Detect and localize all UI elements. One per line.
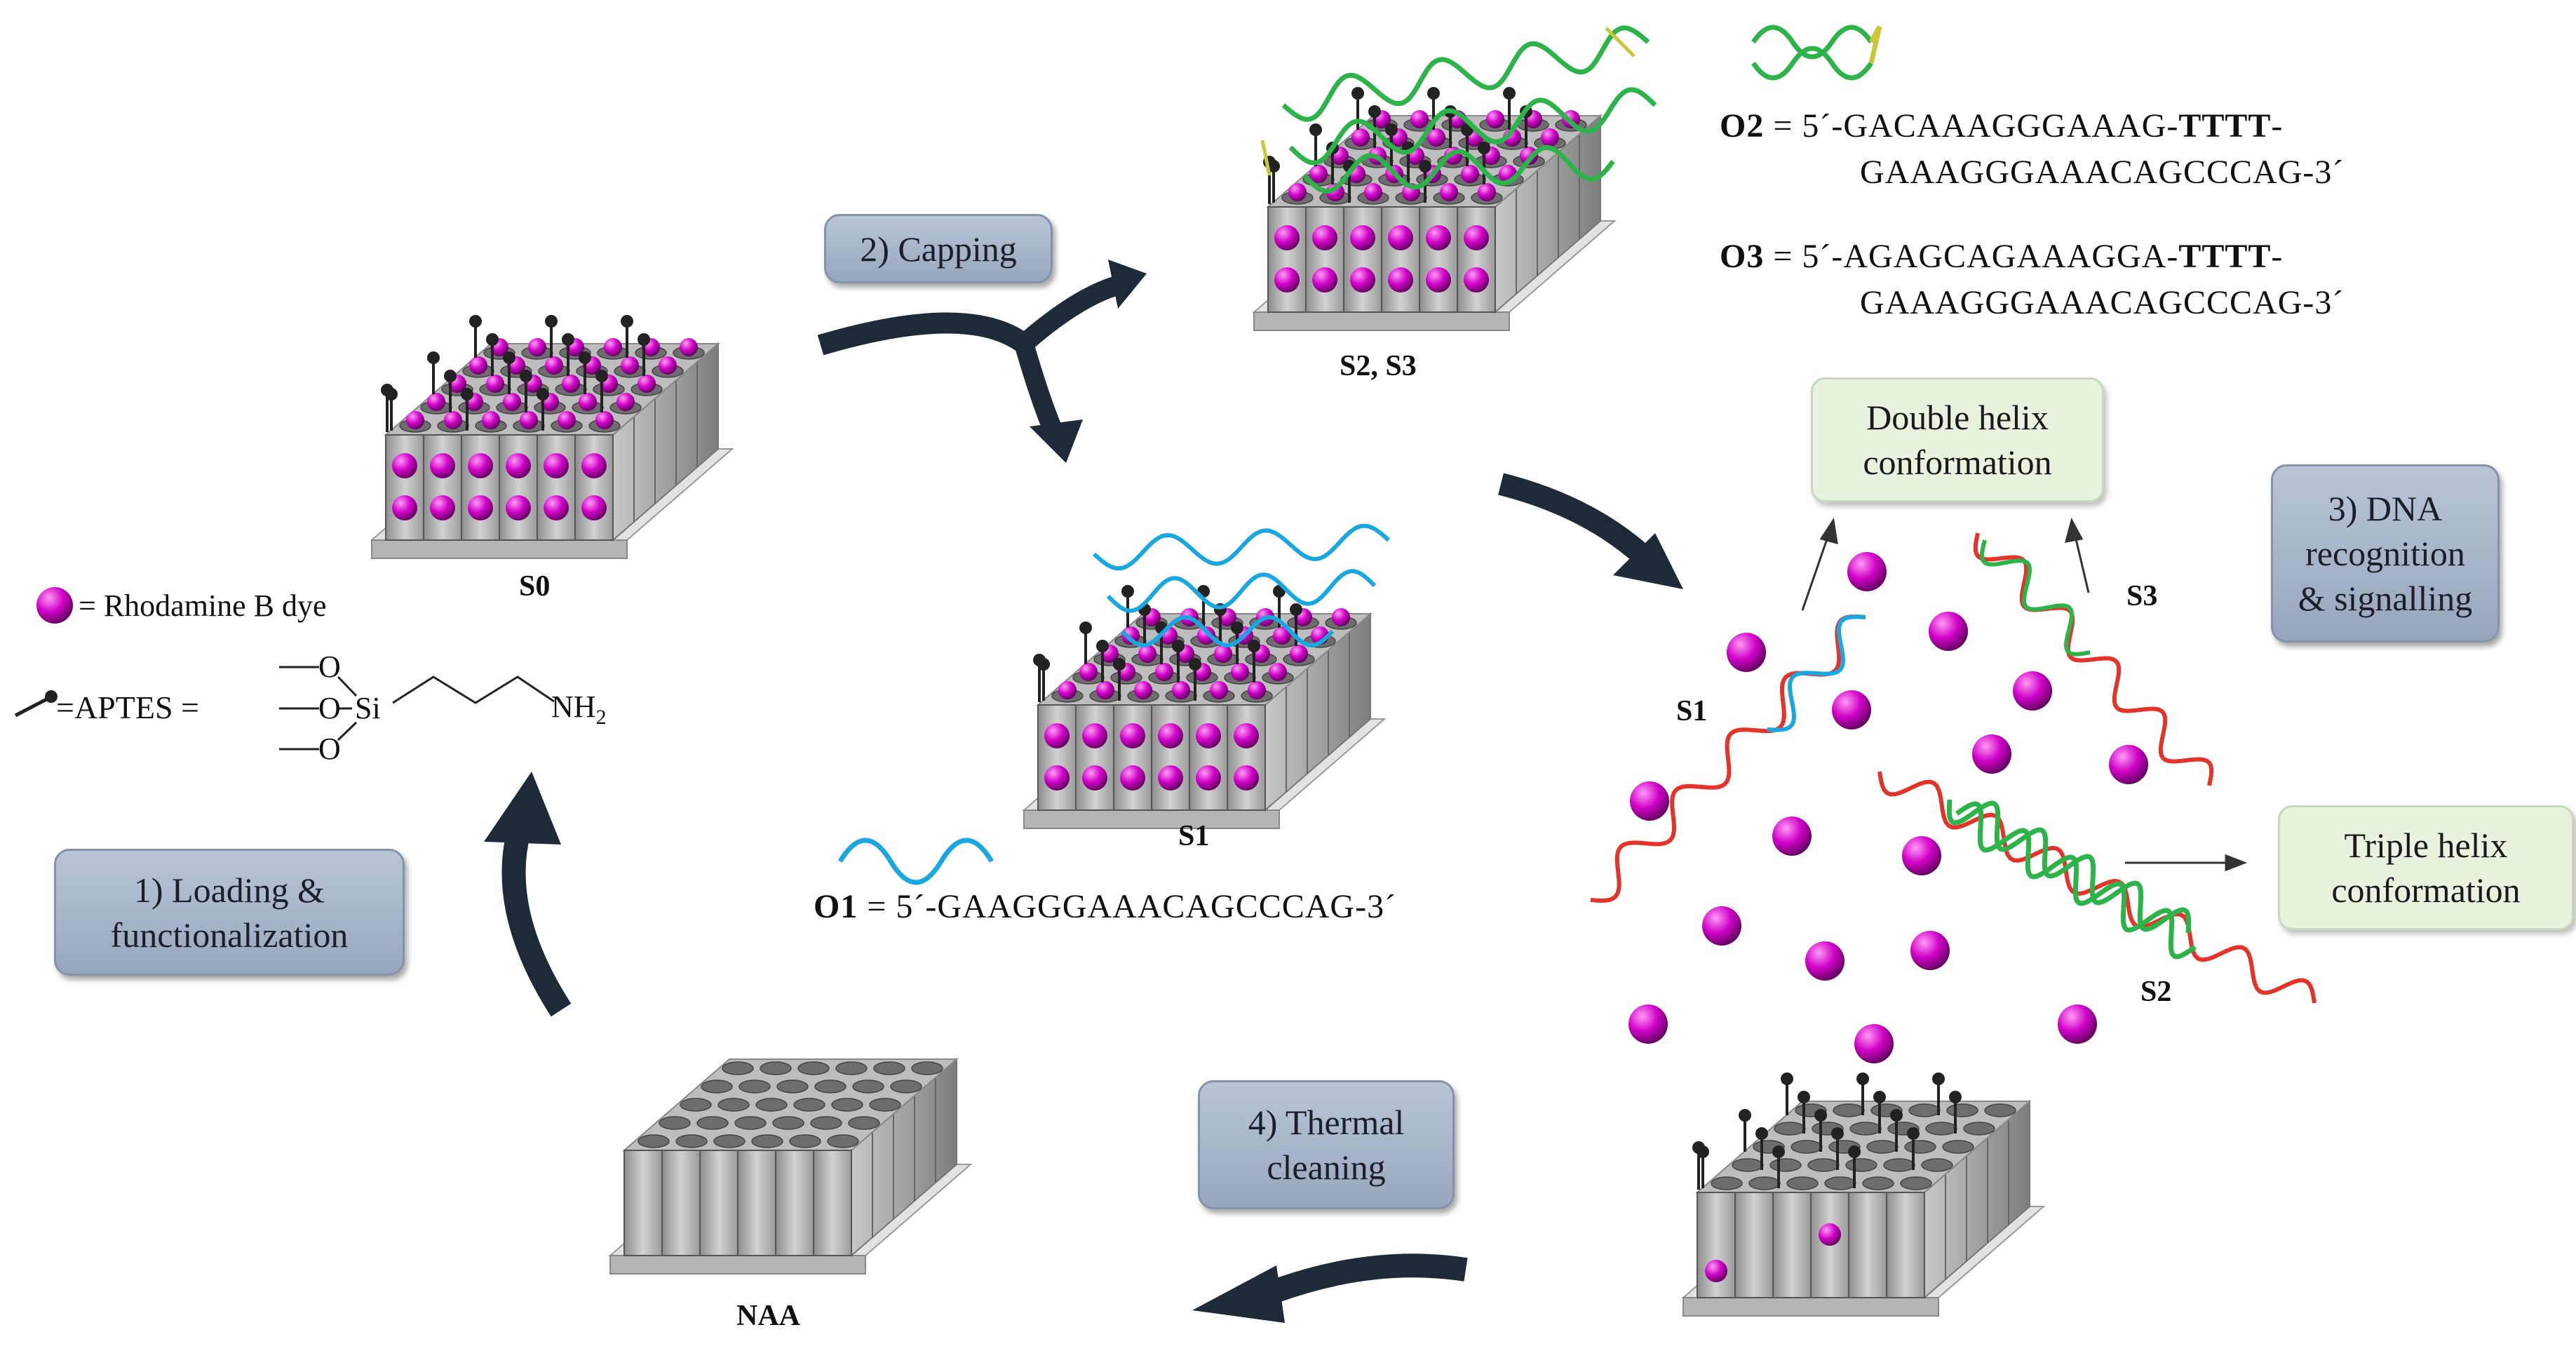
released-dye xyxy=(1832,690,1871,729)
step-capping-box: 2) Capping xyxy=(824,214,1053,283)
released-dye xyxy=(1847,552,1887,591)
released-dye xyxy=(1630,781,1669,821)
free-dye-molecules xyxy=(1628,552,2148,1063)
released-dye xyxy=(1727,633,1766,672)
o1-strand xyxy=(1093,523,1390,571)
o2-sequence-line1: O2 = 5´-GACAAAGGGAAAG-TTTT- xyxy=(1720,107,2283,145)
step-loading-box: 1) Loading & functionalization xyxy=(54,849,405,976)
sample-s23-label: S2, S3 xyxy=(1340,350,1417,382)
step-recognition-box: 3) DNA recognition & signalling xyxy=(2271,464,2500,643)
step-recognition-label: 3) DNA recognition & signalling xyxy=(2298,489,2473,618)
o2-strand xyxy=(1288,87,1657,166)
released-dye xyxy=(1702,906,1741,946)
block-released xyxy=(1681,1072,2046,1317)
o1-strand xyxy=(1106,569,1377,613)
o2-seq-a: = 5´-GACAAAGGGAAAG- xyxy=(1764,107,2179,144)
o3-seq-bold: TTTT xyxy=(2178,238,2272,275)
o3-sequence-line2: GAAAGGGAAACAGCCCAG-3´ xyxy=(1860,284,2345,321)
s1-probe-strand xyxy=(1767,614,1866,732)
dye-legend-icon xyxy=(36,587,73,624)
recognition-arrow xyxy=(1498,473,1649,563)
membrane-blocks xyxy=(370,87,2046,1317)
strand-s3-label: S3 xyxy=(2126,580,2158,612)
step-thermal-label: 4) Thermal cleaning xyxy=(1248,1103,1405,1187)
s3-probe-strand xyxy=(1979,539,2091,657)
aptes-nh2: NH2 xyxy=(551,689,607,729)
linker xyxy=(1605,27,1636,58)
aptes-anchor-icon xyxy=(14,690,58,718)
linker xyxy=(1260,140,1272,176)
double-helix-box: Double helix conformation xyxy=(1811,377,2104,502)
block-s0 xyxy=(370,315,734,559)
released-dye xyxy=(2058,1004,2097,1044)
sample-naa-label: NAA xyxy=(736,1300,800,1332)
loading-arrow-head xyxy=(484,772,561,845)
dna-strands xyxy=(1093,25,2317,1004)
loading-arrow xyxy=(501,828,572,1017)
o1-seq: = 5´-GAAGGGAAACAGCCCAG-3´ xyxy=(858,888,1397,925)
aptes-o2: O xyxy=(318,691,341,725)
released-dye xyxy=(1910,931,1950,970)
strand-s1-label: S1 xyxy=(1676,695,1708,727)
released-dye xyxy=(1929,612,1968,651)
s2-target-strand xyxy=(1877,771,2317,1004)
released-dye xyxy=(1854,1024,1894,1063)
capping-arrow-down xyxy=(1014,341,1061,432)
double-helix-label: Double helix conformation xyxy=(1863,398,2052,482)
aptes-legend-text: =APTES = xyxy=(56,690,199,725)
o2-strand xyxy=(1281,25,1650,122)
capping-arrow-up-head xyxy=(1108,260,1147,309)
aptes-structure xyxy=(279,666,555,751)
aptes-o3: O xyxy=(318,732,341,766)
cycle-arrows xyxy=(484,260,1683,1323)
pointer-arrows xyxy=(1801,517,2248,872)
block-naa xyxy=(608,1057,973,1275)
sample-s1-label: S1 xyxy=(1178,820,1210,852)
s3-target-strand xyxy=(1973,532,2214,786)
step-thermal-box: 4) Thermal cleaning xyxy=(1198,1080,1455,1209)
o2-strand xyxy=(1302,144,1615,194)
released-dye xyxy=(1805,941,1845,981)
block-s1 xyxy=(1022,585,1387,829)
thermal-arrow xyxy=(1272,1253,1468,1303)
triple-helix-label: Triple helix conformation xyxy=(2331,826,2521,910)
sample-s0-label: S0 xyxy=(519,570,551,603)
released-dye xyxy=(1628,1004,1668,1044)
capping-arrow-shaft xyxy=(817,312,1030,356)
o1-name: O1 xyxy=(814,888,858,925)
s2-probe-strand-a xyxy=(1946,799,2192,934)
aptes-o1: O xyxy=(318,650,341,684)
thermal-arrow-head xyxy=(1192,1265,1285,1323)
o2-seq-bold: TTTT xyxy=(2178,107,2272,144)
o2-sequence-line2: GAAAGGGAAACAGCCCAG-3´ xyxy=(1860,154,2345,191)
released-dye xyxy=(1972,734,2011,774)
capping-arrow-down-head xyxy=(1030,419,1083,463)
capping-arrow-up xyxy=(1017,274,1125,351)
o2-o3-wave-icon xyxy=(1751,25,1882,81)
o2-name: O2 xyxy=(1720,107,1765,144)
o3-seq-a: = 5´-AGAGCAGAAAGGA- xyxy=(1764,238,2179,275)
strand-s2-label: S2 xyxy=(2140,976,2172,1008)
triple-helix-box: Triple helix conformation xyxy=(2278,805,2574,930)
o3-seq-b: - xyxy=(2271,238,2284,275)
s2-probe-strand-b xyxy=(1955,801,2197,960)
recognition-arrow-head xyxy=(1613,533,1683,589)
aptes-nh: NH xyxy=(551,690,596,724)
released-dye xyxy=(2013,671,2052,711)
released-dye xyxy=(2109,745,2148,784)
released-dye xyxy=(1902,836,1941,875)
step-loading-label: 1) Loading & functionalization xyxy=(110,870,349,955)
aptes-nh-sub: 2 xyxy=(595,705,607,729)
o1-strand xyxy=(1120,614,1335,648)
aptes-si: Si xyxy=(355,691,381,725)
step-capping-label: 2) Capping xyxy=(860,229,1017,269)
o2-seq-b: - xyxy=(2271,107,2284,144)
dye-legend-text: = Rhodamine B dye xyxy=(79,589,327,623)
o3-name: O3 xyxy=(1720,238,1765,275)
o1-wave-icon xyxy=(837,838,994,885)
o1-sequence: O1 = 5´-GAAGGGAAACAGCCCAG-3´ xyxy=(814,887,1396,926)
released-dye xyxy=(1772,816,1812,856)
o3-sequence-line1: O3 = 5´-AGAGCAGAAAGGA-TTTT- xyxy=(1720,237,2283,276)
